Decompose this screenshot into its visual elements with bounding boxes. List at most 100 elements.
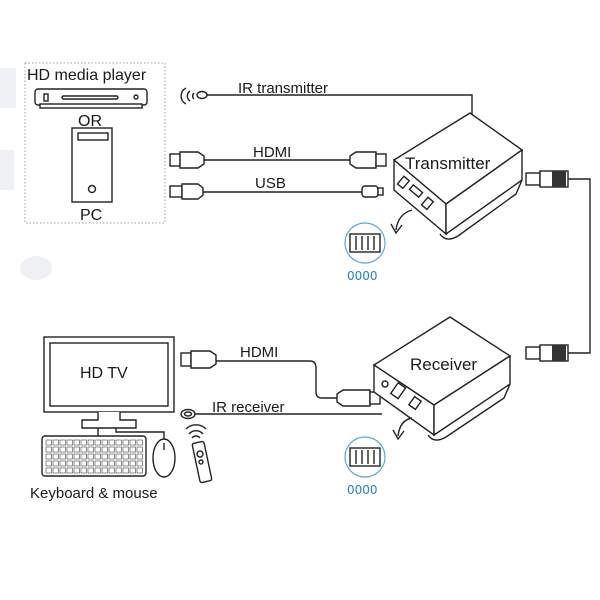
keyboard-key [52,439,59,446]
keyboard-key [94,460,101,467]
keyboard-key [80,460,87,467]
keyboard-key [66,453,73,460]
hdmi-plug-right [375,153,387,167]
ir-emitter-head [196,90,208,100]
keyboard-key [66,460,73,467]
rj45-plug-bottom [525,346,541,360]
keyboard-key [45,446,52,453]
keyboard-key [108,467,115,474]
keyboard-key [101,453,108,460]
keyboard-key [87,439,94,446]
ir-wave-icon [180,87,195,105]
keyboard-key [52,460,59,467]
transmitter-device: Transmitter [392,112,524,240]
source-box-border [24,62,166,224]
keyboard-key [73,467,80,474]
keyboard-key [87,453,94,460]
rj45-plug-top [525,172,541,186]
keyboard-key [115,453,122,460]
network-cable [525,170,591,362]
keyboard-key [108,453,115,460]
receiver-dip-code: 0000 [347,483,378,497]
keyboard-key [136,446,143,453]
hdmi-plug-tv [180,352,192,367]
keyboard-key [80,467,87,474]
keyboard-key [122,453,129,460]
keyboard-key [73,439,80,446]
keyboard-key [115,439,122,446]
keyboard-key [59,460,66,467]
usb-plug-right [377,187,384,196]
keyboard-key [94,439,101,446]
keyboard-key [59,446,66,453]
keyboard-key [73,460,80,467]
keyboard-key [115,460,122,467]
keyboard-key [129,467,136,474]
keyboard-key [80,453,87,460]
receiver-label: Receiver [410,355,477,374]
source-group: HD media player OR PC [24,62,166,224]
media-player-icon [34,88,148,109]
keyboard-key [122,439,129,446]
ir-receiver-cable: IR receiver [180,399,382,420]
keyboard-key [87,446,94,453]
keyboard-key [129,439,136,446]
keyboard-key [122,460,129,467]
keyboard-key [59,453,66,460]
keyboard-key [66,446,73,453]
dip-switch-circle [344,436,386,478]
ir-transmitter-cable: IR transmitter [180,80,473,114]
transmitter-label: Transmitter [405,154,491,173]
keyboard-key [59,439,66,446]
keyboard-key [52,453,59,460]
receiver-device: Receiver [372,316,512,441]
keyboard-key [115,467,122,474]
hdmi-top-label: HDMI [253,144,291,161]
keyboard-key [108,439,115,446]
keyboard-key [94,453,101,460]
keyboard-key [108,460,115,467]
receiver-dip-switch: 0000 [344,417,413,497]
keyboard-key [80,439,87,446]
keyboard-key [45,467,52,474]
keyboard-mouse-label: Keyboard & mouse [30,485,158,502]
keyboard-key [94,446,101,453]
keyboard-key [136,439,143,446]
mouse-icon [152,438,176,478]
keyboard-key [101,439,108,446]
keyboard-key [136,460,143,467]
usb-cable: USB [169,175,384,200]
hd-tv: HD TV [43,336,175,445]
keyboard-key [94,467,101,474]
keyboard-key [136,453,143,460]
tv-label: HD TV [80,365,128,382]
ir-receiver-label: IR receiver [212,399,285,416]
keyboard-key [52,446,59,453]
keyboard-key [45,439,52,446]
keyboard-key [122,467,129,474]
keyboard-key [115,446,122,453]
dip-switch-circle [344,222,386,264]
keyboard-key [101,446,108,453]
keyboard-key [73,453,80,460]
keyboard-key [129,453,136,460]
hdmi-plug-left [169,153,181,167]
keyboard-key [129,460,136,467]
keyboard-key [66,439,73,446]
ir-transmitter-label: IR transmitter [238,80,328,97]
source-label-pc: PC [80,207,102,224]
keyboard-key [80,446,87,453]
keyboard-key [73,446,80,453]
keyboard-key [59,467,66,474]
source-label-or: OR [78,113,102,130]
keyboard-key [129,446,136,453]
hdmi-cable-bottom: HDMI [180,344,381,407]
keyboard-key [101,460,108,467]
usb-label: USB [255,175,286,192]
keyboard-key [136,467,143,474]
keyboard-key [87,467,94,474]
watermark [0,68,52,280]
keyboard-key [52,467,59,474]
remote-control-icon [185,424,213,484]
